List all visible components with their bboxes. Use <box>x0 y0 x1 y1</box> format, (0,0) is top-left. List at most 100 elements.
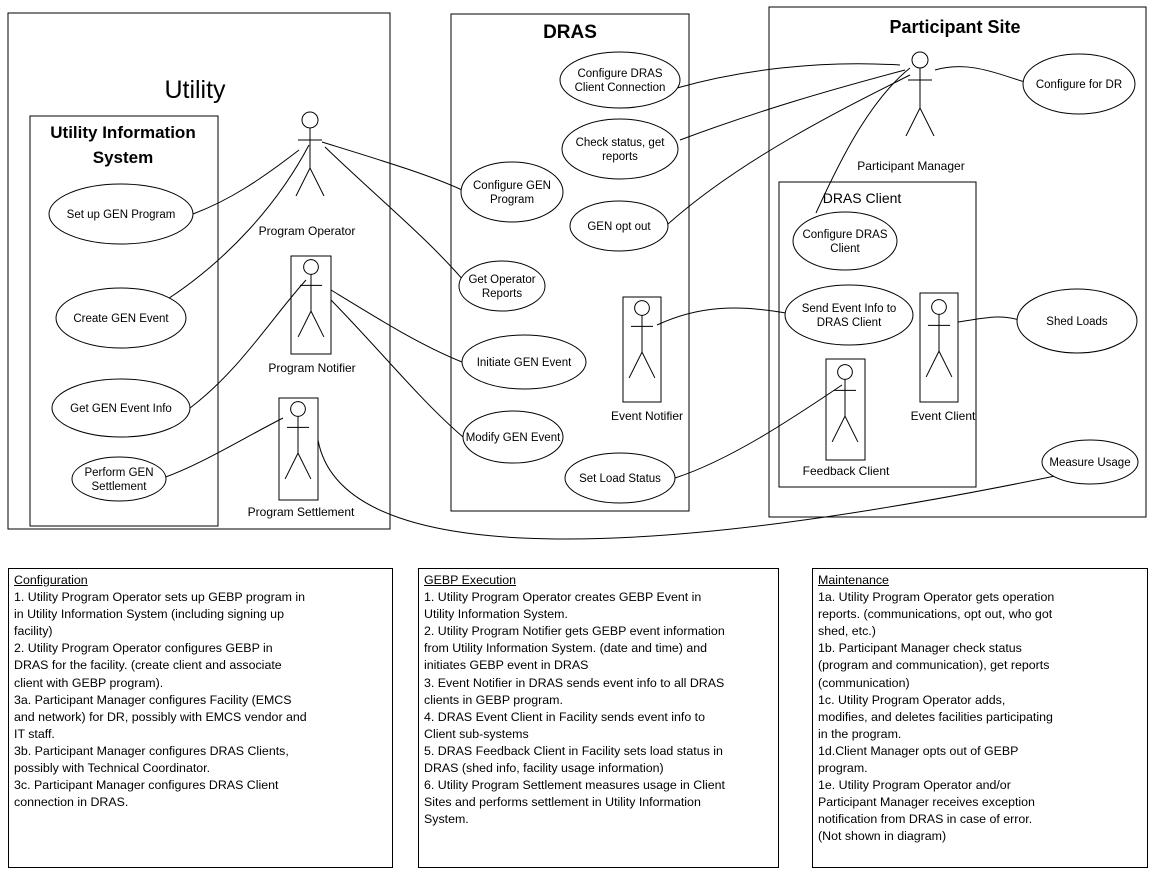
use-case-initiate-gen-event-label: Initiate GEN Event <box>477 357 572 369</box>
note-line: 3c. Participant Manager configures DRAS … <box>14 778 279 793</box>
program-operator-icon <box>295 111 325 197</box>
note-line: DRAS (shed info, facility usage informat… <box>424 761 664 776</box>
actor-program-notifier-label: Program Notifier <box>268 361 355 375</box>
assoc-notifier-get-info <box>189 279 307 409</box>
use-case-set-load-status <box>564 452 676 504</box>
use-case-send-event-info <box>784 284 914 346</box>
assoc-operator-configure-gen <box>321 141 463 191</box>
use-case-get-operator-reports-label-1: Get Operator <box>468 274 535 286</box>
event-notifier-icon <box>628 300 656 379</box>
use-case-configure-for-dr <box>1022 53 1136 115</box>
actor-event-notifier-label: Event Notifier <box>611 409 683 423</box>
assoc-feedback-load-status <box>674 384 843 479</box>
note-line: modifies, and deletes facilities partici… <box>818 709 1053 724</box>
uis-title-line2: System <box>93 148 153 167</box>
gebp-execution-note: GEBP Execution 1. Utility Program Operat… <box>418 568 779 868</box>
actor-feedback-client-label: Feedback Client <box>803 464 890 478</box>
note-line: Utility Information System. <box>424 607 568 622</box>
actor-event-client-label: Event Client <box>911 409 976 423</box>
note-line: from Utility Information System. (date a… <box>424 641 708 656</box>
program-settlement-frame <box>278 397 319 501</box>
participant-site-boundary <box>768 6 1147 518</box>
note-line: 2. Utility Program Notifier gets GEBP ev… <box>424 624 725 639</box>
use-case-setup-gen-program-label: Set up GEN Program <box>67 209 176 221</box>
utility-information-system-boundary <box>29 115 219 527</box>
use-case-get-operator-reports <box>458 260 546 312</box>
note-line: connection in DRAS. <box>14 795 129 810</box>
use-case-get-gen-event-info-label: Get GEN Event Info <box>70 403 172 415</box>
note-line: 1. Utility Program Operator sets up GEBP… <box>14 590 306 605</box>
use-case-setup-gen-program <box>48 183 194 245</box>
use-case-get-operator-reports-label-2: Reports <box>482 288 523 300</box>
use-case-initiate-gen-event <box>461 334 587 390</box>
event-notifier-frame <box>622 296 662 403</box>
note-line: Sites and performs settlement in Utility… <box>424 795 701 810</box>
use-case-configure-dras-client-label-1: Configure DRAS <box>802 229 887 241</box>
program-settlement-icon <box>284 401 312 480</box>
use-case-check-status <box>561 118 679 180</box>
note-line: program. <box>818 761 868 776</box>
use-case-measure-usage <box>1041 439 1139 485</box>
use-case-shed-loads <box>1016 288 1138 354</box>
use-case-send-event-info-label-2: DRAS Client <box>817 317 882 329</box>
dras-client-title: DRAS Client <box>823 190 902 206</box>
actor-program-operator-label: Program Operator <box>259 224 356 238</box>
uis-title-line1: Utility Information <box>50 123 195 142</box>
assoc-settlement-measure <box>317 439 1061 540</box>
event-client-frame <box>919 292 959 403</box>
actor-participant-manager-label: Participant Manager <box>857 159 964 173</box>
use-case-perform-gen-settlement-label-2: Settlement <box>92 481 148 493</box>
note-line: 1d.Client Manager opts out of GEBP <box>818 743 1019 758</box>
assoc-operator-setup <box>192 149 300 215</box>
dras-boundary <box>450 13 690 512</box>
use-case-gen-opt-out <box>569 200 669 252</box>
note-line: facility) <box>14 624 53 639</box>
note-line: (program and communication), get reports <box>818 658 1050 673</box>
use-case-get-gen-event-info <box>51 378 191 438</box>
dras-client-boundary <box>778 181 977 488</box>
use-case-perform-gen-settlement <box>71 456 167 502</box>
note-line: System. <box>424 812 469 827</box>
use-case-create-gen-event <box>55 287 187 349</box>
maintenance-note-title: Maintenance <box>818 573 889 587</box>
use-case-create-gen-event-label: Create GEN Event <box>73 313 169 325</box>
note-line: 3a. Participant Manager configures Facil… <box>14 692 292 707</box>
use-case-measure-usage-label: Measure Usage <box>1049 457 1130 469</box>
dras-title: DRAS <box>543 22 597 43</box>
use-case-send-event-info-label-1: Send Event Info to <box>802 303 897 315</box>
note-line: 1a. Utility Program Operator gets operat… <box>818 590 1055 605</box>
note-line: in Utility Information System (including… <box>14 607 284 622</box>
assoc-settlement-perform <box>162 417 284 479</box>
note-line: 1c. Utility Program Operator adds, <box>818 692 1006 707</box>
note-line: (Not shown in diagram) <box>818 829 947 844</box>
assoc-operator-reports <box>324 146 471 289</box>
use-case-modify-gen-event <box>462 410 564 464</box>
maintenance-note: Maintenance 1a. Utility Program Operator… <box>812 568 1148 868</box>
participant-site-title: Participant Site <box>889 17 1020 37</box>
note-line: IT staff. <box>14 726 55 741</box>
use-case-check-status-label-1: Check status, get <box>576 137 666 149</box>
assoc-manager-check-status <box>679 69 906 141</box>
use-case-modify-gen-event-label: Modify GEN Event <box>466 432 561 444</box>
use-case-configure-gen-program <box>460 161 564 223</box>
maintenance-note-lines: 1a. Utility Program Operator gets operat… <box>818 589 1142 845</box>
note-line: DRAS for the facility. (create client an… <box>14 658 282 673</box>
assoc-manager-opt-out <box>667 74 911 225</box>
note-line: client with GEBP program). <box>14 675 164 690</box>
note-line: 2. Utility Program Operator configures G… <box>14 641 273 656</box>
assoc-event-notifier-send <box>656 307 787 326</box>
note-line: initiates GEBP event in DRAS <box>424 658 589 673</box>
configuration-note-lines: 1. Utility Program Operator sets up GEBP… <box>14 589 387 811</box>
event-client-icon <box>925 299 953 378</box>
note-line: in the program. <box>818 726 902 741</box>
use-case-set-load-status-label: Set Load Status <box>579 473 661 485</box>
note-line: 3b. Participant Manager configures DRAS … <box>14 743 289 758</box>
configuration-note: Configuration 1. Utility Program Operato… <box>8 568 393 868</box>
assoc-notifier-modify <box>330 299 464 438</box>
assoc-manager-configure-dr <box>934 66 1026 83</box>
configuration-note-title: Configuration <box>14 573 88 587</box>
actor-program-settlement-label: Program Settlement <box>248 505 355 519</box>
participant-manager-icon <box>905 51 935 137</box>
use-case-perform-gen-settlement-label-1: Perform GEN <box>84 467 153 479</box>
note-line: 1. Utility Program Operator creates GEBP… <box>424 590 702 605</box>
